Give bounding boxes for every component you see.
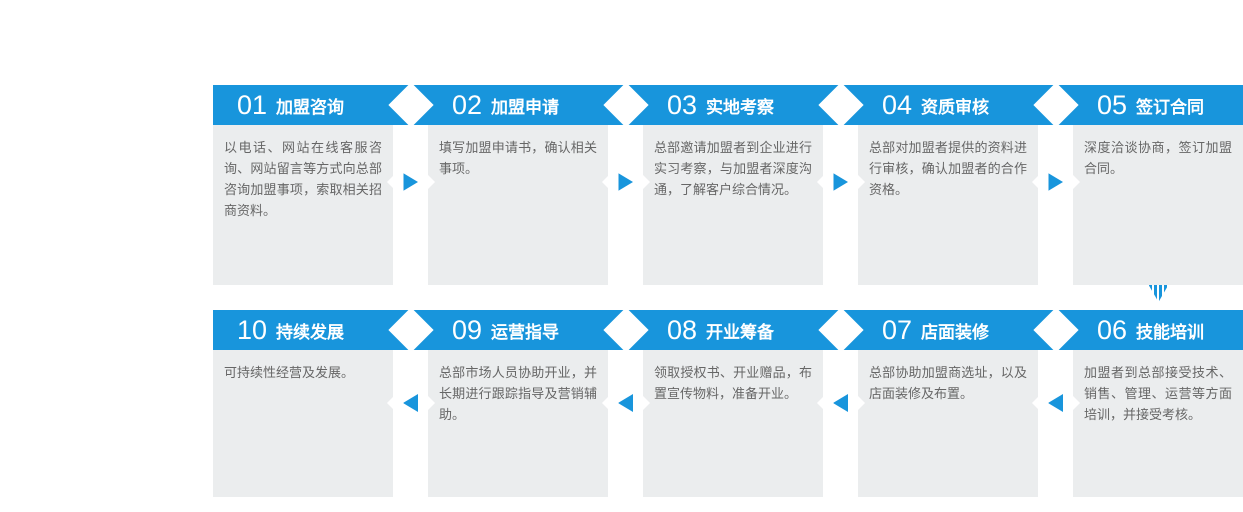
step-card-04: 04 资质审核 总部对加盟者提供的资料进行审核，确认加盟者的合作资格。	[858, 85, 1038, 285]
step-card-08: 08 开业筹备 领取授权书、开业赠品，布置宣传物料，准备开业。	[643, 310, 823, 497]
step-card-07: 07 店面装修 总部协助加盟商选址，以及店面装修及布置。	[858, 310, 1038, 497]
step-number: 03	[667, 89, 698, 120]
step-header: 05 签订合同	[1073, 85, 1243, 125]
step-header: 01 加盟咨询	[213, 85, 393, 125]
step-description: 总部对加盟者提供的资料进行审核，确认加盟者的合作资格。	[858, 125, 1038, 285]
step-number: 07	[882, 314, 913, 345]
step-header: 04 资质审核	[858, 85, 1038, 125]
step-description: 以电话、网站在线客服咨询、网站留言等方式向总部咨询加盟事项，索取相关招商资料。	[213, 125, 393, 285]
step-description: 深度洽谈协商，签订加盟合同。	[1073, 125, 1243, 285]
flow-row-2: 10 持续发展 可持续性经营及发展。 09 运营指导 总部市场人员协助开业，并长…	[213, 307, 1243, 497]
step-connector	[816, 82, 865, 285]
flow-row-1: 01 加盟咨询 以电话、网站在线客服咨询、网站留言等方式向总部咨询加盟事项，索取…	[213, 82, 1243, 285]
step-description: 总部协助加盟商选址，以及店面装修及布置。	[858, 350, 1038, 497]
step-title: 签订合同	[1136, 97, 1205, 117]
step-title: 实地考察	[706, 97, 775, 117]
step-title: 开业筹备	[706, 322, 775, 342]
step-header: 09 运营指导	[428, 310, 608, 350]
step-header: 10 持续发展	[213, 310, 393, 350]
step-header: 06 技能培训	[1073, 310, 1243, 350]
step-title: 技能培训	[1136, 322, 1205, 342]
step-title: 加盟申请	[491, 97, 560, 117]
step-card-02: 02 加盟申请 填写加盟申请书，确认相关事项。	[428, 85, 608, 285]
step-description: 填写加盟申请书，确认相关事项。	[428, 125, 608, 285]
step-title: 店面装修	[921, 322, 990, 342]
step-card-01: 01 加盟咨询 以电话、网站在线客服咨询、网站留言等方式向总部咨询加盟事项，索取…	[213, 85, 393, 285]
step-connector	[1031, 82, 1080, 285]
step-card-06: 06 技能培训 加盟者到总部接受技术、销售、管理、运营等方面培训，并接受考核。	[1073, 310, 1243, 497]
step-number: 05	[1097, 89, 1128, 120]
step-description: 领取授权书、开业赠品，布置宣传物料，准备开业。	[643, 350, 823, 497]
step-description: 总部市场人员协助开业，并长期进行跟踪指导及营销辅助。	[428, 350, 608, 497]
step-card-09: 09 运营指导 总部市场人员协助开业，并长期进行跟踪指导及营销辅助。	[428, 310, 608, 497]
step-connector	[386, 307, 435, 497]
step-description: 加盟者到总部接受技术、销售、管理、运营等方面培训，并接受考核。	[1073, 350, 1243, 497]
step-header: 07 店面装修	[858, 310, 1038, 350]
step-description: 总部邀请加盟者到企业进行实习考察，与加盟者深度沟通，了解客户综合情况。	[643, 125, 823, 285]
step-connector	[816, 307, 865, 497]
step-connector	[1031, 307, 1080, 497]
step-connector	[386, 82, 435, 285]
step-number: 10	[237, 314, 268, 345]
step-connector	[601, 82, 650, 285]
step-title: 运营指导	[491, 322, 560, 342]
step-number: 02	[452, 89, 483, 120]
step-number: 09	[452, 314, 483, 345]
step-description: 可持续性经营及发展。	[213, 350, 393, 497]
step-title: 加盟咨询	[276, 97, 345, 117]
step-title: 持续发展	[276, 322, 345, 342]
step-number: 01	[237, 89, 268, 120]
step-number: 08	[667, 314, 698, 345]
step-title: 资质审核	[921, 97, 990, 117]
step-card-10: 10 持续发展 可持续性经营及发展。	[213, 310, 393, 497]
step-header: 08 开业筹备	[643, 310, 823, 350]
step-number: 06	[1097, 314, 1128, 345]
step-card-03: 03 实地考察 总部邀请加盟者到企业进行实习考察，与加盟者深度沟通，了解客户综合…	[643, 85, 823, 285]
step-card-05: 05 签订合同 深度洽谈协商，签订加盟合同。	[1073, 85, 1243, 285]
step-number: 04	[882, 89, 913, 120]
step-header: 03 实地考察	[643, 85, 823, 125]
step-header: 02 加盟申请	[428, 85, 608, 125]
step-connector	[601, 307, 650, 497]
